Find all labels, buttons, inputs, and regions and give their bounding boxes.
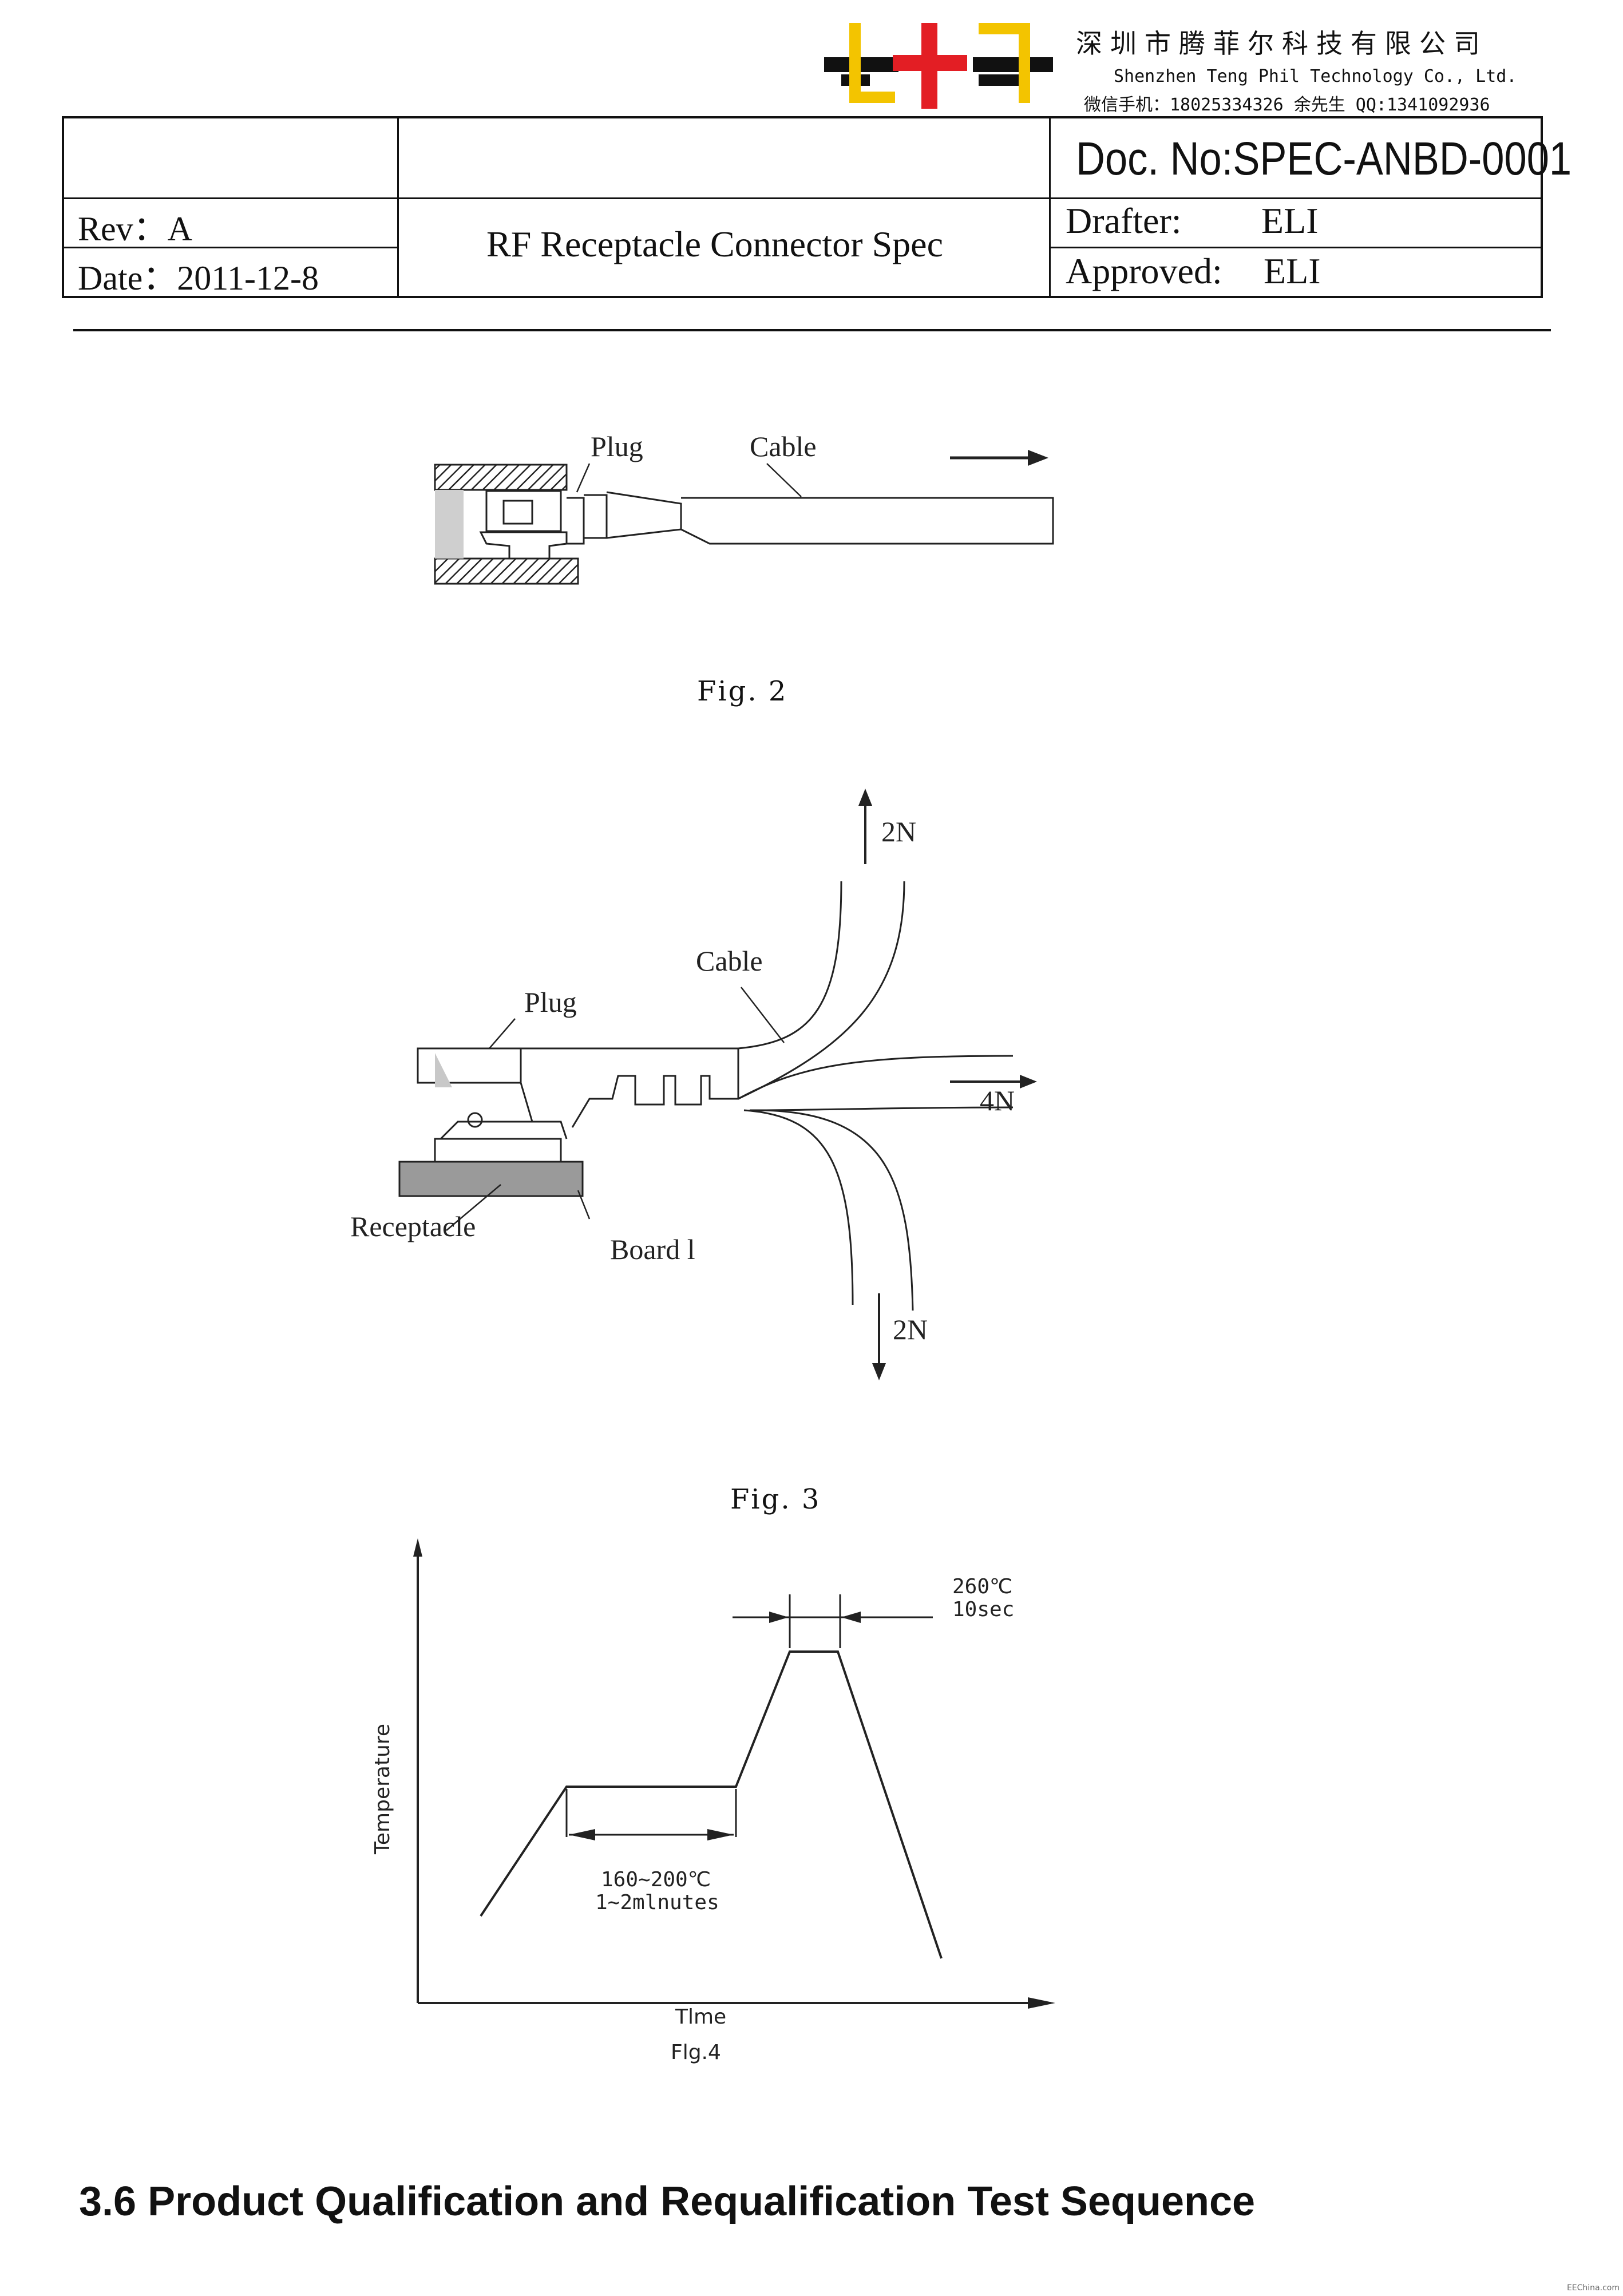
cable-down-outer: [743, 1109, 854, 1305]
force-right-label: 4N: [980, 1084, 1015, 1117]
plug-leader: [489, 1018, 516, 1049]
y-axis-label: Temperature: [371, 1724, 394, 1855]
fig3-caption: Fig. 3: [730, 1483, 821, 1515]
cable-up-inner: [738, 881, 905, 1100]
plug-label: Plug: [591, 430, 643, 462]
approved-label: Approved:: [1066, 251, 1222, 291]
date: Date：2011-12-8: [78, 259, 319, 297]
company-logo: [824, 23, 1053, 109]
company-contact: 微信手机：18025334326 余先生 QQ:1341092936: [1084, 95, 1490, 115]
x-axis-label: Tlme: [675, 2005, 726, 2029]
preheat-arrowhead-right: [707, 1829, 734, 1840]
header-rule: [73, 329, 1551, 331]
plug-leader: [576, 463, 591, 493]
pull-arrowhead: [1028, 450, 1048, 466]
cable-leader: [741, 987, 785, 1043]
section-heading: 3.6 Product Qualification and Requalific…: [79, 2179, 1256, 2224]
force-right-arrowhead: [1020, 1075, 1037, 1088]
plug-label: Plug: [524, 986, 577, 1018]
company-name-en: Shenzhen Teng Phil Technology Co., Ltd.: [1114, 66, 1517, 86]
fixture-shadow: [435, 490, 464, 559]
peak-arrowhead-left: [769, 1612, 789, 1623]
plug-shadow: [435, 1053, 452, 1087]
receptacle-label: Receptacle: [350, 1210, 476, 1242]
company-name-cn: 深圳市腾菲尔科技有限公司: [1076, 28, 1488, 59]
cable-up-outer: [738, 881, 842, 1050]
force-down-arrowhead: [872, 1363, 886, 1380]
cable-label: Cable: [696, 945, 763, 977]
cable-right-top: [738, 1055, 1014, 1100]
fig4-reflow-profile: 260℃ 10sec 160~200℃ 1~2mlnutes Temperatu…: [371, 1538, 1055, 2064]
preheat-temp-label: 160~200℃: [601, 1868, 711, 1891]
fig4-caption: Flg.4: [671, 2041, 721, 2064]
preheat-time-label: 1~2mlnutes: [595, 1891, 719, 1914]
watermark: EEChina.com: [1566, 2283, 1620, 2293]
force-up-label: 2N: [881, 816, 916, 848]
table-divider: [64, 247, 397, 248]
peak-temp-label: 260℃: [952, 1575, 1012, 1598]
y-axis-arrowhead: [413, 1538, 422, 1557]
table-divider: [1049, 247, 1541, 248]
fig2-plug-cable-drawing: Plug Cable: [434, 430, 1054, 585]
temperature-profile-line: [480, 1650, 943, 1959]
force-up-arrowhead: [858, 789, 872, 806]
receptacle-body: [434, 1112, 568, 1163]
document-header-table: Doc. No:SPEC-ANBD-0001 Rev：A Date：2011-1…: [62, 116, 1571, 298]
board-leader: [577, 1190, 591, 1220]
cable-right-bottom: [749, 1106, 1014, 1111]
board: [398, 1161, 584, 1197]
approved-value: ELI: [1264, 251, 1321, 291]
plug-body: [479, 490, 682, 560]
fixture-bottom: [434, 557, 579, 585]
drafter-value: ELI: [1261, 200, 1319, 241]
table-divider: [397, 118, 399, 296]
force-down-label: 2N: [893, 1313, 928, 1345]
cable-outline: [680, 497, 1054, 545]
preheat-arrowhead-left: [569, 1829, 595, 1840]
board-label: Board l: [610, 1233, 695, 1265]
x-axis-arrowhead: [1028, 1997, 1055, 2009]
cable-leader: [766, 463, 802, 497]
fig3-cable-force-drawing: 2N 4N 2N Cable Plug Receptacle Board l: [350, 789, 1037, 1380]
fixture-top: [434, 464, 568, 491]
peak-arrowhead-right: [841, 1612, 861, 1623]
receptacle-leader: [446, 1184, 501, 1231]
drafter-label: Drafter:: [1066, 200, 1182, 241]
revision: Rev：A: [78, 210, 192, 248]
cable-down-inner: [755, 1109, 914, 1311]
table-divider: [64, 197, 1541, 199]
fig2-caption: Fig. 2: [697, 675, 788, 707]
table-divider: [1049, 118, 1051, 296]
peak-time-label: 10sec: [952, 1598, 1014, 1621]
doc-number: Doc. No:SPEC-ANBD-0001: [1076, 133, 1572, 185]
plug-body: [417, 1047, 739, 1128]
cable-label: Cable: [750, 430, 817, 462]
spec-title: RF Receptacle Connector Spec: [486, 224, 943, 264]
